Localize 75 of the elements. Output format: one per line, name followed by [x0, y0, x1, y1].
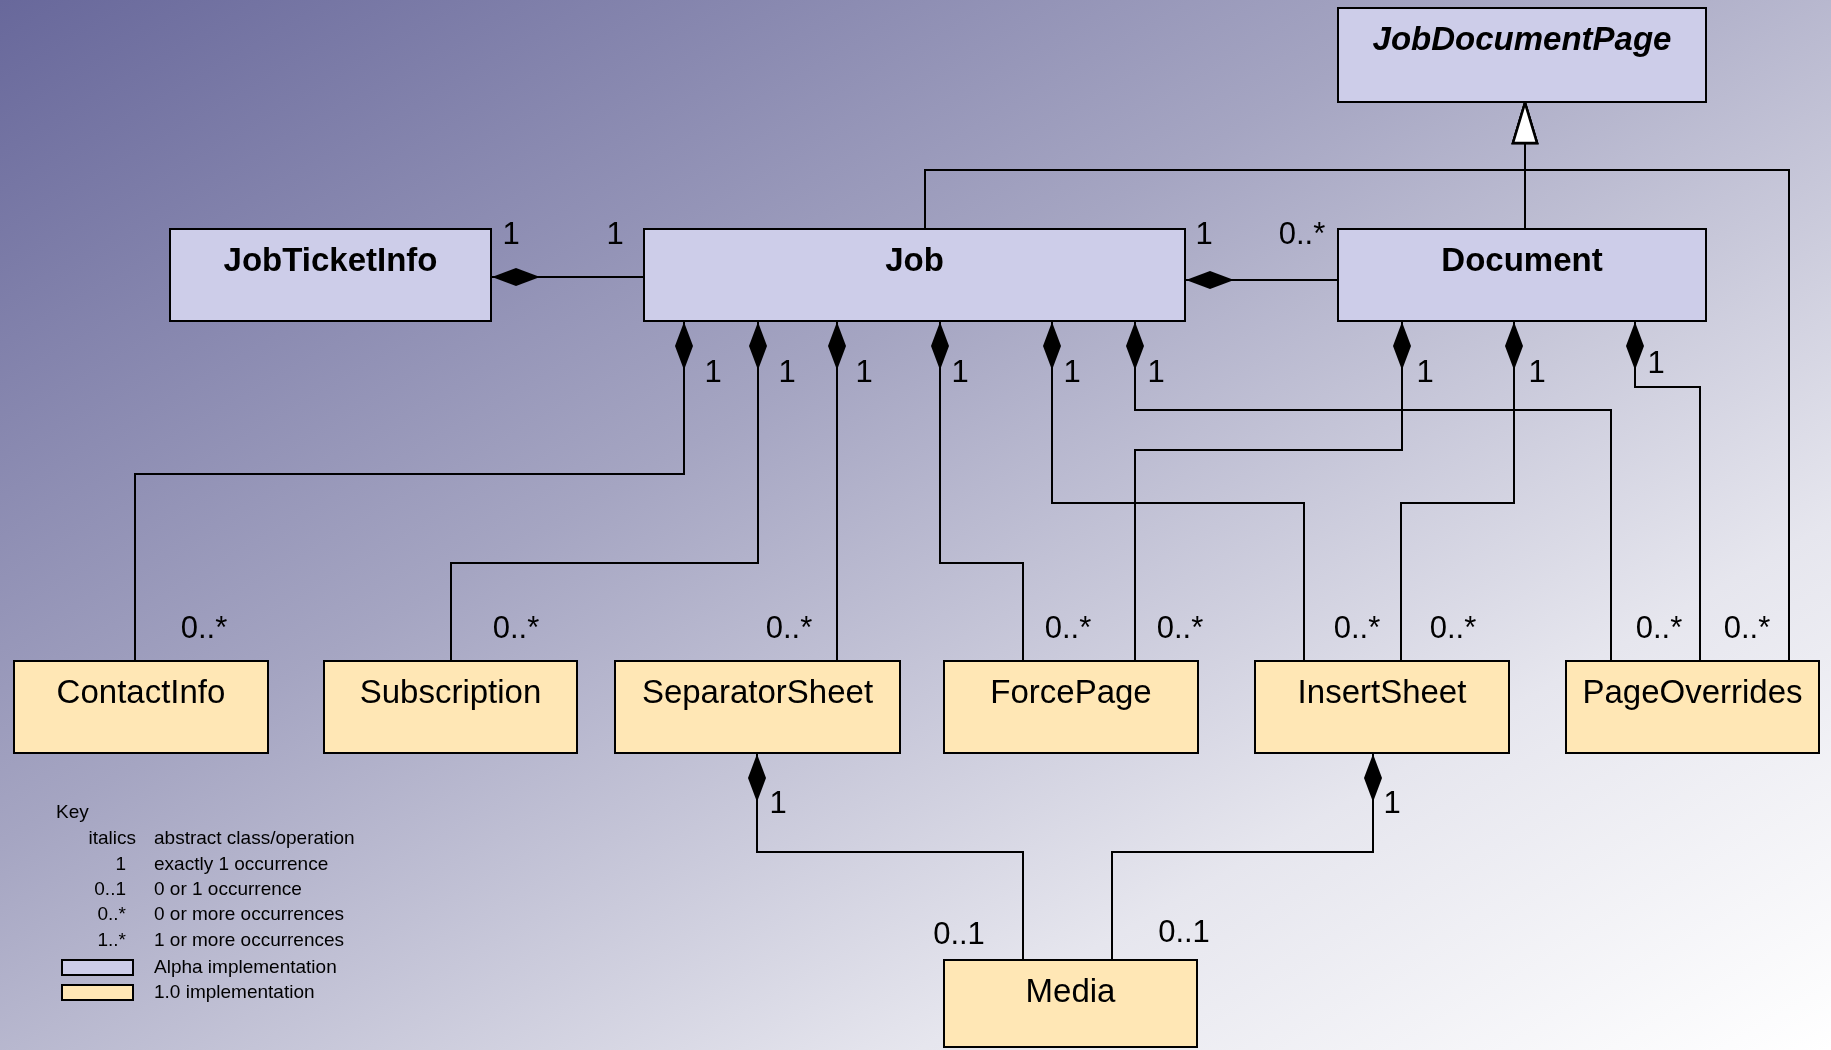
class-name: Job: [885, 240, 944, 280]
inheritance-arrow: [1511, 101, 1790, 661]
class-box: [943, 660, 1199, 754]
multiplicity-label: 1: [1647, 346, 1665, 380]
composition-connector: [1185, 271, 1338, 289]
multiplicity-label: 0..*: [765, 611, 813, 645]
class-name: ContactInfo: [56, 672, 226, 712]
key-text: 1: [115, 853, 126, 875]
multiplicity-label: 1: [769, 786, 787, 820]
composition-connector: [748, 753, 1024, 960]
composition-connector: [491, 268, 644, 286]
class-box: [1337, 7, 1707, 103]
key-text: 0 or more occurrences: [154, 903, 345, 925]
multiplicity-label: 1: [855, 355, 873, 389]
key-text: 0..1: [94, 878, 126, 900]
legend-text: 1.0 implementation: [154, 981, 315, 1003]
multiplicity-label: 0..1: [1158, 915, 1210, 949]
composition-connector: [931, 321, 1024, 661]
legend-text: Alpha implementation: [154, 956, 337, 978]
multiplicity-label: 0..*: [1333, 611, 1381, 645]
multiplicity-label: 0..*: [1635, 611, 1683, 645]
multiplicity-label: 1: [951, 355, 969, 389]
class-box: [1337, 228, 1707, 322]
multiplicity-label: 1: [704, 355, 722, 389]
class-box: [13, 660, 269, 754]
class-box: [323, 660, 578, 754]
multiplicity-label: 0..*: [1278, 217, 1326, 251]
multiplicity-label: 0..*: [1156, 611, 1204, 645]
multiplicity-label: 1: [1416, 355, 1434, 389]
class-name: SeparatorSheet: [641, 672, 874, 712]
multiplicity-label: 0..*: [492, 611, 540, 645]
key-text: 0..*: [97, 903, 126, 925]
multiplicity-label: 1: [1063, 355, 1081, 389]
class-box: [169, 228, 492, 322]
composition-connector: [1043, 321, 1305, 661]
composition-connector: [1626, 321, 1701, 661]
multiplicity-label: 1: [502, 217, 520, 251]
multiplicity-label: 1: [1383, 786, 1401, 820]
key-text: 0 or 1 occurrence: [154, 878, 302, 900]
composition-connector: [134, 321, 693, 661]
multiplicity-label: 0..*: [1044, 611, 1092, 645]
class-name: PageOverrides: [1582, 672, 1803, 712]
composition-connector: [1111, 753, 1382, 960]
multiplicity-label: 0..*: [180, 611, 228, 645]
key-text: 1..*: [97, 929, 126, 951]
multiplicity-label: 1: [778, 355, 796, 389]
composition-connector: [828, 321, 846, 661]
composition-connector: [1126, 321, 1612, 661]
class-box: [614, 660, 901, 754]
class-name: Subscription: [359, 672, 542, 712]
class-name: JobTicketInfo: [223, 240, 438, 280]
composition-connector: [450, 321, 767, 661]
composition-connector: [1134, 321, 1411, 661]
key-text: 1 or more occurrences: [154, 929, 345, 951]
multiplicity-label: 0..*: [1429, 611, 1477, 645]
multiplicity-label: 0..1: [933, 917, 985, 951]
class-name: JobDocumentPage: [1372, 19, 1672, 59]
key-text: exactly 1 occurrence: [154, 853, 329, 875]
class-name: Document: [1441, 240, 1603, 280]
composition-connector: [1400, 321, 1523, 661]
key-text: Key: [56, 801, 89, 823]
multiplicity-label: 1: [1195, 217, 1213, 251]
class-box: [1254, 660, 1510, 754]
multiplicity-label: 1: [1147, 355, 1165, 389]
multiplicity-label: 1: [1528, 355, 1546, 389]
key-text: italics: [88, 827, 136, 849]
multiplicity-label: 0..*: [1723, 611, 1771, 645]
class-name: ForcePage: [990, 672, 1152, 712]
multiplicity-label: 1: [606, 217, 624, 251]
class-box: [643, 228, 1186, 322]
class-name: InsertSheet: [1297, 672, 1467, 712]
class-box: [943, 959, 1198, 1048]
class-name: Media: [1025, 971, 1116, 1011]
key-text: abstract class/operation: [154, 827, 355, 849]
class-box: [1565, 660, 1820, 754]
